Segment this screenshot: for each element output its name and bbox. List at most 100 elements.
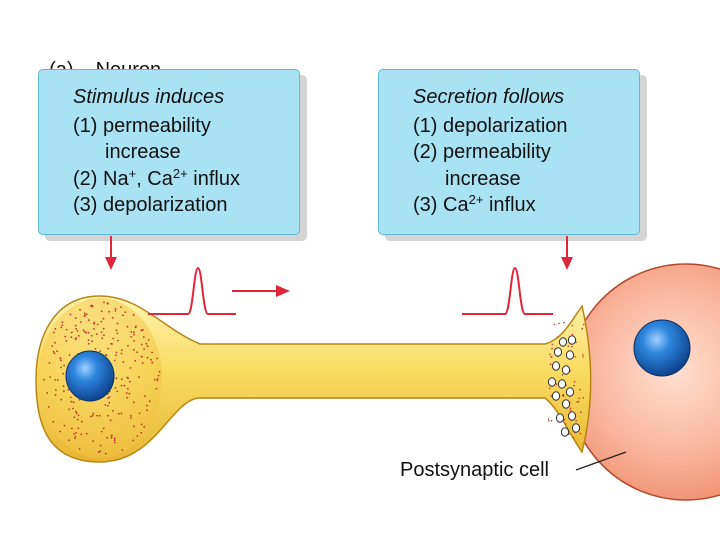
item-text: permeability	[103, 114, 211, 137]
stipple-dot	[63, 424, 66, 427]
vesicle	[567, 411, 577, 421]
stipple-dot	[120, 384, 123, 387]
stipple-dot	[93, 328, 95, 330]
stipple-dot	[121, 349, 123, 351]
stipple-dot	[128, 392, 131, 395]
stipple-dot	[138, 412, 141, 415]
stipple-dot	[72, 401, 75, 404]
stipple-dot	[555, 383, 558, 386]
stipple-dot	[569, 407, 572, 410]
stimulus-item-3: (3) depolarization	[73, 192, 299, 219]
item-number: (3)	[413, 194, 438, 216]
stipple-dot	[74, 324, 77, 327]
stipple-dot	[571, 333, 574, 336]
stipple-dot	[550, 395, 553, 397]
vesicle	[565, 387, 575, 397]
stipple-dot	[549, 363, 552, 366]
stipple-dot	[108, 310, 110, 313]
vesicle	[571, 423, 581, 433]
stipple-dot	[71, 427, 73, 430]
stipple-dot	[151, 351, 154, 354]
stipple-dot	[101, 337, 104, 340]
vesicle	[551, 391, 561, 401]
stipple-dot	[109, 419, 112, 422]
stipple-dot	[577, 400, 580, 403]
stipple-dot	[65, 328, 68, 331]
stipple-dot	[108, 396, 111, 398]
stipple-dot	[550, 420, 553, 422]
stipple-dot	[117, 339, 119, 342]
stipple-dot	[145, 342, 148, 345]
influx-label: influx	[187, 167, 240, 190]
stipple-dot	[83, 312, 86, 315]
stipple-dot	[54, 328, 57, 330]
vesicle	[565, 350, 575, 360]
stipple-dot	[136, 351, 139, 354]
stipple-dot	[102, 327, 105, 330]
secretion-arrow	[561, 236, 573, 270]
stipple-dot	[136, 435, 139, 437]
stipple-dot	[113, 439, 116, 442]
stipple-dot	[132, 401, 135, 404]
stipple-dot	[78, 448, 81, 450]
stipple-dot	[92, 440, 94, 442]
stipple-dot	[572, 436, 575, 439]
stipple-dot	[573, 381, 576, 383]
stipple-dot	[75, 410, 77, 413]
stipple-dot	[120, 352, 123, 355]
stipple-dot	[103, 334, 105, 337]
stipple-dot	[108, 401, 111, 404]
stipple-dot	[120, 306, 122, 308]
stipple-dot	[141, 362, 144, 364]
stipple-dot	[156, 378, 159, 380]
stipple-dot	[116, 332, 119, 335]
stipple-dot	[551, 343, 554, 346]
stipple-dot	[114, 387, 117, 389]
stipple-dot	[69, 396, 72, 399]
stipple-dot	[146, 345, 149, 348]
stipple-dot	[74, 435, 77, 438]
stipple-dot	[63, 390, 65, 392]
stipple-dot	[99, 450, 102, 453]
propagation-arrow	[232, 285, 290, 297]
stipple-dot	[55, 389, 57, 391]
stipple-dot	[62, 372, 64, 375]
stipple-dot	[77, 335, 80, 337]
stipple-dot	[70, 336, 73, 338]
stipple-dot	[121, 449, 124, 451]
stipple-dot	[91, 334, 93, 337]
sodium-label: Na	[103, 167, 129, 190]
vesicle	[560, 427, 570, 437]
stipple-dot	[583, 323, 585, 326]
influx-label: influx	[483, 194, 536, 216]
stipple-dot	[113, 437, 116, 440]
stipple-dot	[548, 387, 551, 389]
stipple-dot	[47, 406, 50, 408]
stipple-dot	[111, 434, 113, 437]
stipple-dot	[579, 388, 581, 391]
stipple-dot	[99, 444, 102, 447]
stipple-dot	[143, 425, 146, 428]
stipple-dot	[558, 322, 560, 325]
item-number: (1)	[413, 114, 438, 137]
stipple-dot	[127, 388, 129, 390]
stipple-dot	[74, 338, 77, 340]
stipple-dot	[567, 345, 570, 348]
stipple-dot	[73, 416, 76, 419]
stipple-dot	[134, 359, 137, 362]
stipple-dot	[60, 326, 63, 329]
vesicle	[561, 365, 571, 375]
soma-stipple	[43, 301, 161, 455]
stipple-dot	[551, 348, 553, 350]
stipple-dot	[575, 420, 577, 422]
postsynaptic-cell-label: Postsynaptic cell	[400, 459, 549, 481]
stipple-dot	[75, 431, 77, 434]
stipple-dot	[143, 348, 146, 350]
stipple-dot	[125, 392, 128, 394]
stipple-dot	[117, 412, 120, 415]
stipple-dot	[59, 357, 62, 359]
stipple-dot	[114, 310, 117, 312]
stipple-dot	[67, 388, 70, 391]
stipple-dot	[87, 319, 90, 322]
stipple-dot	[107, 397, 109, 399]
